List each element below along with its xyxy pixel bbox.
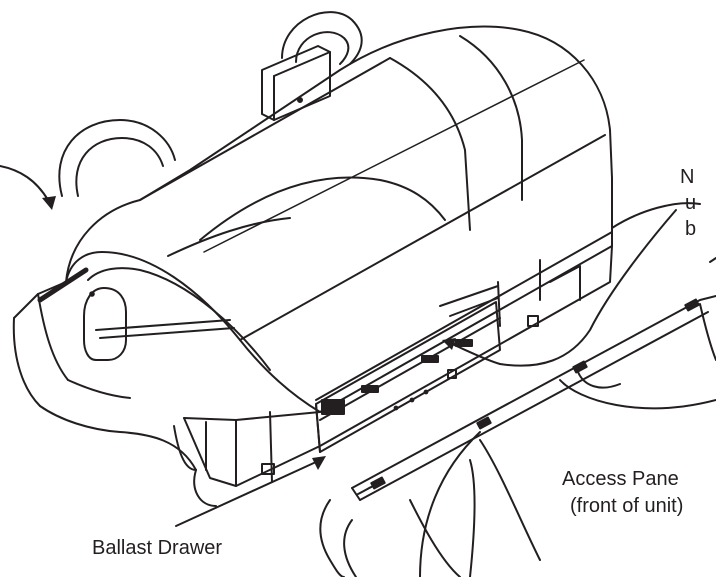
interior-rails: [96, 286, 498, 338]
note-label-line1: N: [680, 166, 695, 188]
rear-mount-block: [262, 46, 330, 120]
rear-left-handle: [59, 120, 175, 196]
note-label-line2: u: [685, 192, 697, 214]
access-panel-label-line1: Access Pane: [562, 468, 679, 490]
canopy-dome: [66, 27, 612, 412]
base-frame: [174, 246, 612, 506]
rear-right-handle: [282, 12, 362, 64]
fabric-drape: [320, 203, 716, 577]
access-panel-label-line2: (front of unit): [570, 495, 684, 517]
ballast-drawer-label: Ballast Drawer: [92, 537, 223, 559]
note-label-line3: b: [685, 218, 697, 240]
access-panel: [352, 258, 716, 500]
ballast-drawer: [316, 302, 500, 452]
left-end-shield: [14, 270, 196, 470]
leader-lines: [0, 166, 676, 526]
